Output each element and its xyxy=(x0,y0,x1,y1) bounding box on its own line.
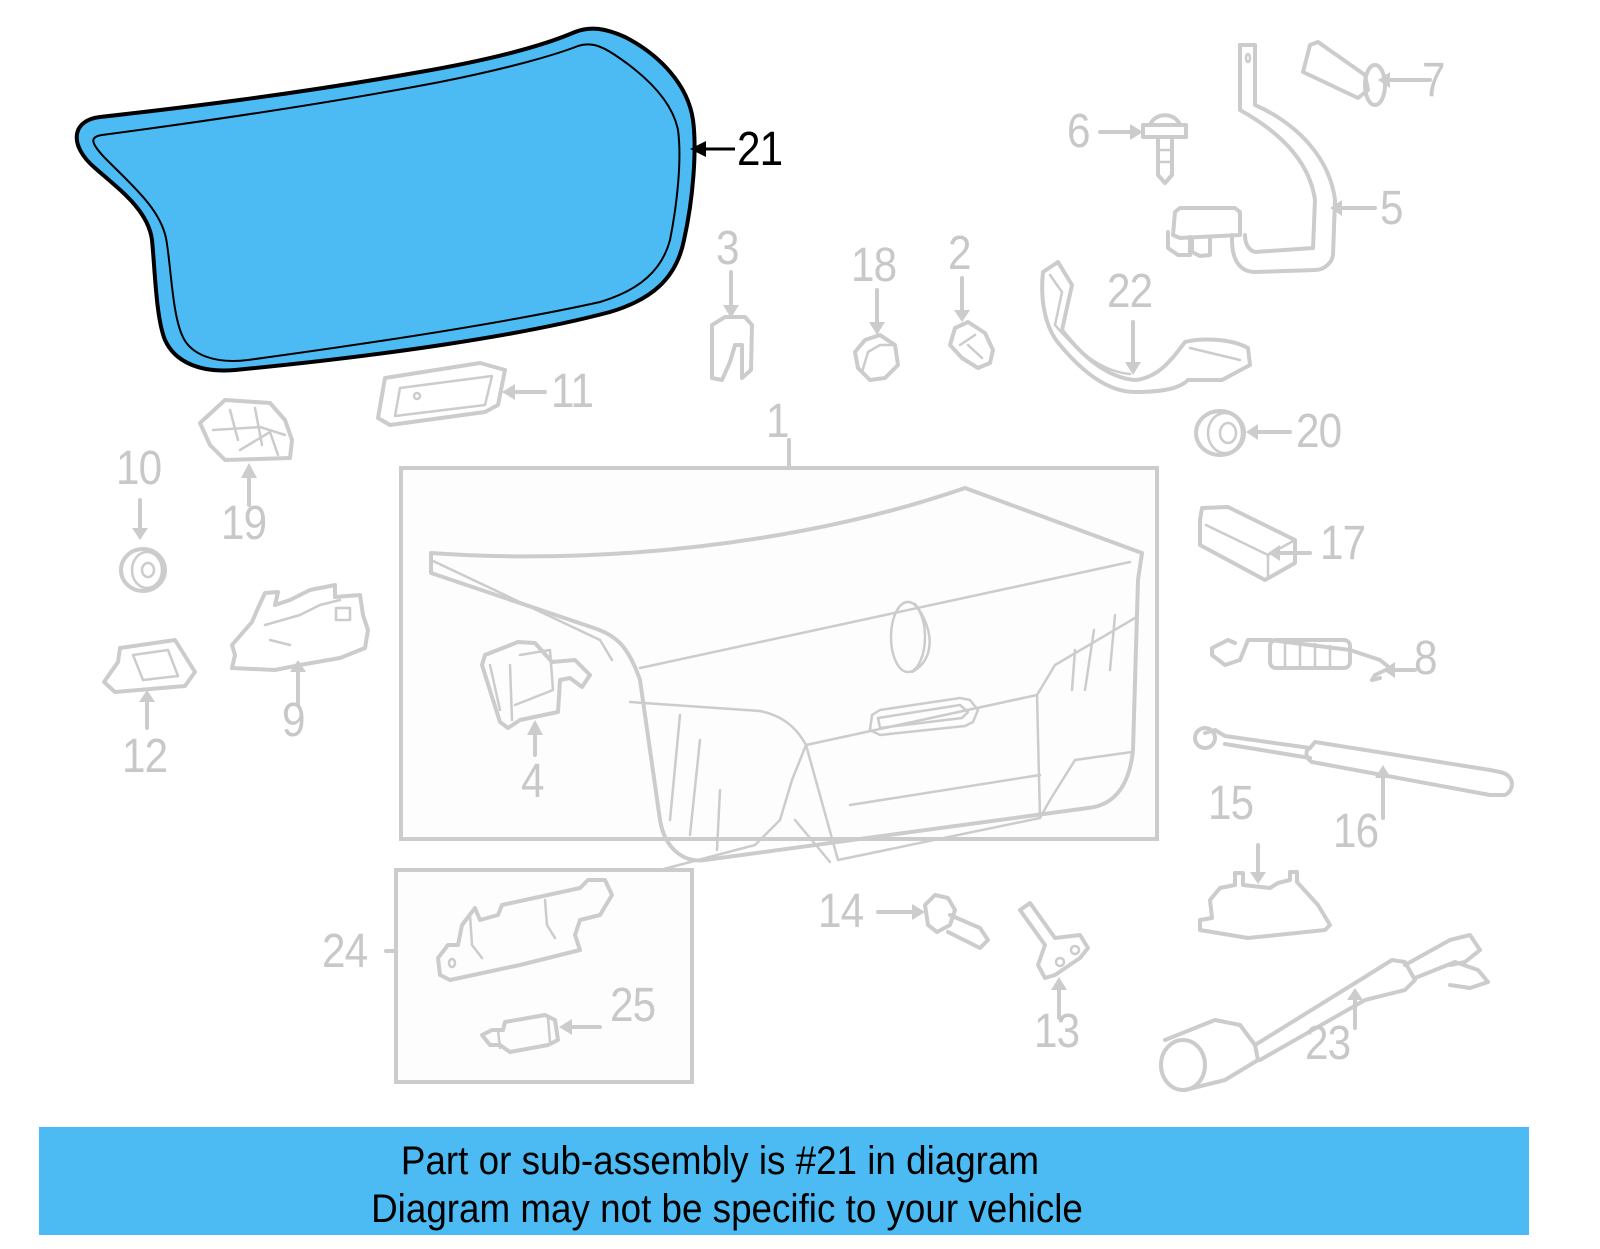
callout-13[interactable]: 13 xyxy=(1034,1005,1080,1058)
part-4[interactable] xyxy=(480,640,592,757)
callout-19[interactable]: 19 xyxy=(221,497,267,550)
part-18[interactable] xyxy=(853,288,900,382)
part-12[interactable] xyxy=(102,638,197,730)
part-13[interactable] xyxy=(1018,901,1090,1020)
part-22[interactable] xyxy=(1040,260,1252,394)
part-25[interactable] xyxy=(480,1013,602,1054)
callout-12[interactable]: 12 xyxy=(122,730,168,783)
callout-15[interactable]: 15 xyxy=(1208,777,1254,830)
callout-25[interactable]: 25 xyxy=(610,979,656,1032)
callout-1[interactable]: 1 xyxy=(766,395,789,448)
part-6[interactable] xyxy=(1098,113,1188,185)
callout-18[interactable]: 18 xyxy=(851,239,897,292)
callout-11[interactable]: 11 xyxy=(551,365,594,418)
part-20[interactable] xyxy=(1194,409,1292,457)
callout-2[interactable]: 2 xyxy=(948,227,971,280)
callout-23[interactable]: 23 xyxy=(1305,1017,1351,1070)
callout-8[interactable]: 8 xyxy=(1414,632,1437,685)
callout-21[interactable]: 21 xyxy=(737,123,783,176)
callout-16[interactable]: 16 xyxy=(1333,805,1379,858)
callout-7[interactable]: 7 xyxy=(1422,54,1445,107)
callout-14[interactable]: 14 xyxy=(818,885,864,938)
part-23[interactable] xyxy=(1159,933,1490,1092)
callout-20[interactable]: 20 xyxy=(1296,405,1342,458)
part-17[interactable] xyxy=(1198,505,1312,582)
callout-24[interactable]: 24 xyxy=(322,925,368,978)
callout-4[interactable]: 4 xyxy=(521,755,544,808)
part-15[interactable] xyxy=(1198,843,1332,940)
part-3[interactable] xyxy=(710,270,754,382)
part-14[interactable] xyxy=(876,893,990,950)
part-9[interactable] xyxy=(230,583,370,707)
part-5[interactable] xyxy=(1166,43,1377,274)
info-banner: Part or sub-assembly is #21 in diagram D… xyxy=(39,1127,1529,1235)
part-19[interactable] xyxy=(198,398,294,507)
callout-10[interactable]: 10 xyxy=(116,442,162,495)
banner-part-info: Part or sub-assembly is #21 in diagram xyxy=(400,1139,1040,1183)
callout-6[interactable]: 6 xyxy=(1067,105,1090,158)
callout-5[interactable]: 5 xyxy=(1380,182,1403,235)
part-1-trunk-lid[interactable] xyxy=(399,438,1159,872)
part-7[interactable] xyxy=(1301,40,1432,107)
part-10[interactable] xyxy=(119,498,167,593)
callout-9[interactable]: 9 xyxy=(282,694,305,747)
part-16[interactable] xyxy=(1193,726,1514,820)
callout-3[interactable]: 3 xyxy=(716,222,739,275)
part-2[interactable] xyxy=(948,276,995,370)
callout-17[interactable]: 17 xyxy=(1320,517,1366,570)
callout-22[interactable]: 22 xyxy=(1107,265,1153,318)
part-8[interactable] xyxy=(1210,638,1417,682)
part-21-weatherstrip[interactable] xyxy=(74,26,697,373)
callout-21-arrow xyxy=(690,141,735,157)
part-24-lamp-assembly[interactable] xyxy=(384,868,694,1084)
part-11[interactable] xyxy=(376,361,547,427)
banner-disclaimer: Diagram may not be specific to your vehi… xyxy=(371,1187,1083,1231)
